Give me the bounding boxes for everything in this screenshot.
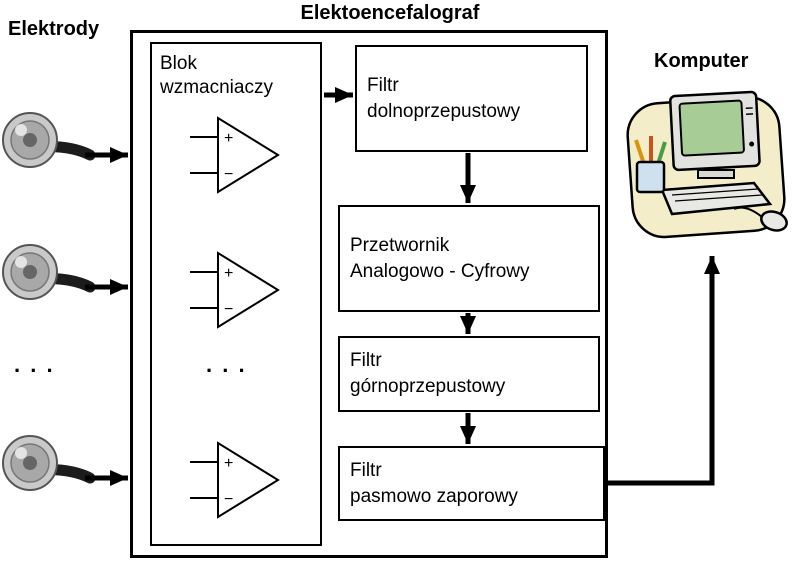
opamp-minus-sign: − — [224, 301, 233, 318]
bandstop-filter-box: Filtr pasmowo zaporowy — [338, 446, 605, 521]
electrodes-label: Elektrody — [8, 18, 100, 40]
monitor-stand — [697, 169, 735, 179]
electrode-image-1 — [2, 112, 95, 168]
opamp-symbol-3: + − — [190, 441, 280, 519]
electrode-image-3 — [2, 435, 95, 491]
arrow-bandstop-to-computer — [606, 256, 720, 486]
opamp-triangle — [217, 251, 280, 329]
keyboard-keys-row — [674, 194, 763, 202]
pencil — [634, 139, 646, 165]
amplifier-block-label: Blok wzmacniaczy — [160, 52, 273, 100]
opamp-minus-sign: − — [224, 491, 233, 508]
highpass-line1: Filtr — [350, 350, 382, 371]
adc-line2: Analogowo - Cyfrowy — [350, 260, 530, 282]
mouse-cable — [733, 206, 763, 218]
opamp-minus-sign: − — [224, 166, 233, 183]
pencil-cup — [635, 160, 666, 194]
opamp-plus-sign: + — [224, 130, 233, 147]
electrodes-ellipsis: . . . — [14, 352, 55, 377]
amplifier-ellipsis: . . . — [206, 352, 247, 377]
electrode-center — [23, 456, 37, 470]
computer-illustration — [626, 90, 788, 239]
opamp-plus-sign: + — [224, 265, 233, 282]
electrode-center — [23, 265, 37, 279]
amplifier-label-line2: wzmacniaczy — [160, 77, 273, 98]
highpass-line2: górnoprzepustowy — [350, 376, 506, 397]
diagram-title: Elektoencefalograf — [300, 2, 480, 24]
mouse — [760, 210, 788, 232]
electrode-highlight — [15, 124, 27, 136]
adc-line1: Przetwornik — [350, 234, 450, 256]
monitor-screen — [678, 99, 745, 157]
amplifier-block-box: Blok wzmacniaczy — [150, 42, 322, 546]
opamp-plus-sign: + — [224, 455, 233, 472]
opamp-triangle — [217, 116, 280, 194]
electrode-highlight — [15, 447, 27, 459]
amplifier-label-line1: Blok — [160, 53, 197, 74]
bandstop-line1: Filtr — [350, 459, 382, 481]
highpass-filter-box: Filtr górnoprzepustowy — [338, 336, 600, 412]
opamp-symbol-2: + − — [190, 251, 280, 329]
lowpass-line2: dolnoprzepustowy — [367, 100, 521, 122]
lowpass-line1: Filtr — [367, 74, 399, 96]
electrode-highlight — [15, 256, 27, 268]
electrode-center — [23, 133, 37, 147]
electrode-image-2 — [2, 244, 95, 300]
bandstop-line2: pasmowo zaporowy — [350, 485, 518, 507]
opamp-symbol-1: + − — [190, 116, 280, 194]
monitor — [669, 90, 761, 172]
pencil — [656, 141, 667, 165]
monitor-power-button — [749, 141, 755, 147]
keyboard-keys-row — [671, 188, 759, 196]
adc-box: Przetwornik Analogowo - Cyfrowy — [338, 205, 600, 312]
lowpass-filter-box: Filtr dolnoprzepustowy — [355, 45, 588, 152]
computer-label: Komputer — [654, 50, 749, 72]
opamp-triangle — [217, 441, 280, 519]
